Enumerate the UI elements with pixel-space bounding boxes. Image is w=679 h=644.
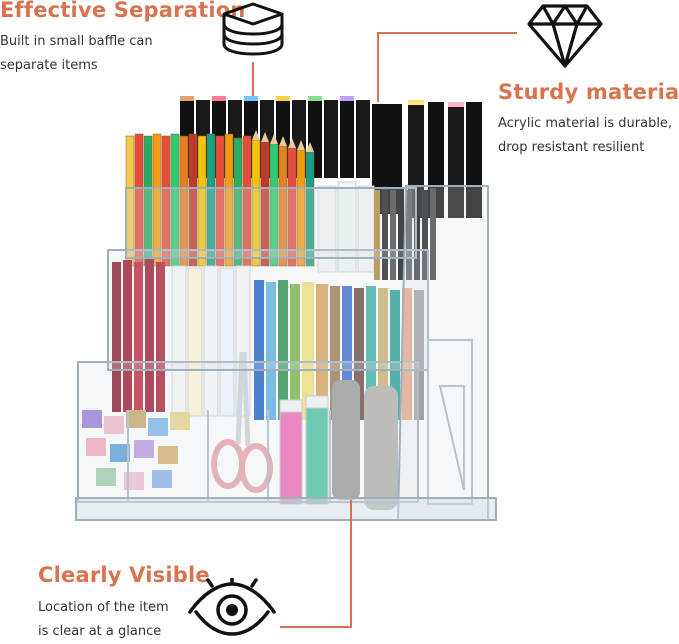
acrylic-desk-organizer-image (68, 90, 508, 545)
binder-clips (82, 410, 190, 490)
feature-title-visible: Clearly Visible (38, 563, 210, 587)
feature-desc-visible-line-2: is clear at a glance (38, 624, 162, 639)
highlighters-white (171, 265, 251, 417)
colored-pens (254, 280, 424, 420)
callout-line-material-vertical (377, 32, 379, 102)
callout-line-material-horizontal (377, 32, 517, 34)
diamond-icon (525, 0, 605, 70)
feature-title-material: Sturdy material (498, 80, 679, 104)
pencil-bundle (125, 130, 315, 267)
stacked-layers-icon (216, 0, 290, 62)
feature-desc-visible-line-1: Location of the item (38, 600, 169, 615)
callout-line-visible-vertical (350, 500, 352, 628)
eye-icon (186, 578, 278, 640)
scissors (211, 351, 273, 493)
callout-line-visible-horizontal (280, 626, 352, 628)
feature-title-separation: Effective Separation (0, 0, 246, 22)
red-pens (112, 258, 165, 412)
feature-desc-separation-line-1: Built in small baffle can (0, 34, 153, 49)
feature-desc-separation-line-2: separate items (0, 58, 98, 73)
feature-desc-material-line-1: Acrylic material is durable, (498, 116, 673, 131)
feature-desc-material-line-2: drop resistant resilient (498, 140, 645, 155)
